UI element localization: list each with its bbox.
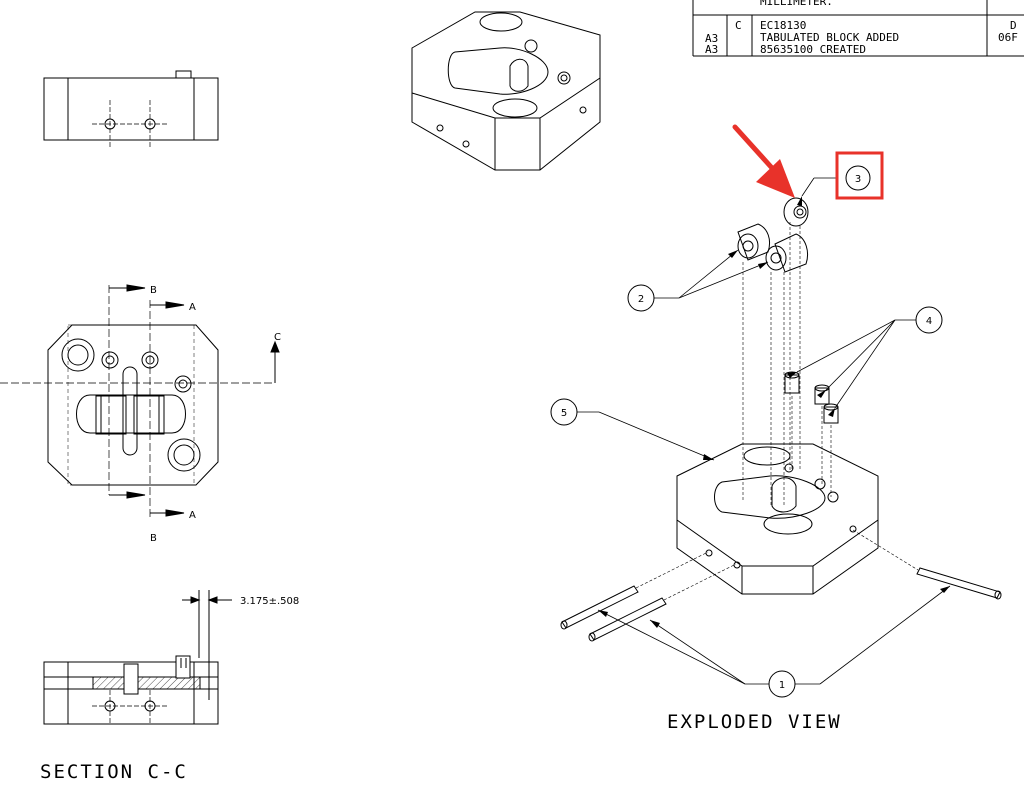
revision-created: 85635100 CREATED: [760, 43, 866, 56]
side-view-top: [43, 70, 219, 148]
main-block: [676, 443, 879, 595]
balloon-3-number: 3: [855, 174, 861, 185]
section-marker-b-bottom: B: [150, 533, 157, 544]
section-marker-a-top: A: [189, 302, 196, 313]
section-marker-c: C: [274, 332, 281, 343]
revision-zone-2: A3: [705, 43, 718, 56]
balloon-4: 4: [915, 306, 943, 334]
section-c-c-view: [43, 590, 232, 725]
roller-left: [737, 223, 771, 261]
highlight-box: [835, 151, 884, 200]
highlight-arrow: [732, 124, 795, 198]
balloon-4-number: 4: [926, 316, 932, 327]
roller-right: [765, 233, 809, 273]
balloon-5: 5: [550, 398, 578, 426]
balloon-3: 3: [845, 165, 871, 191]
isometric-block-view: [411, 11, 601, 171]
revision-table: [692, 0, 1024, 57]
balloon-5-number: 5: [561, 408, 567, 419]
set-screw-1: [784, 371, 800, 394]
section-title: SECTION C-C: [40, 761, 188, 783]
revision-date: 06F: [998, 31, 1018, 44]
revision-description: TABULATED BLOCK ADDED: [760, 31, 899, 44]
section-marker-a-bottom: A: [189, 510, 196, 521]
section-marker-b-top: B: [150, 285, 157, 296]
revision-letter: C: [735, 19, 742, 32]
revision-zone-1: A3: [705, 32, 718, 45]
balloon-2-number: 2: [638, 294, 644, 305]
dowel-pin-1: [560, 585, 639, 630]
plan-view: [0, 284, 280, 520]
revision-ec-number: EC18130: [760, 19, 806, 32]
balloon-1-number: 1: [779, 680, 785, 691]
revision-header-text: MILLIMETER.: [760, 0, 833, 8]
set-screw-3: [823, 403, 839, 424]
balloon-1: 1: [768, 670, 796, 698]
exploded-view-title: EXPLODED VIEW: [667, 711, 842, 733]
dimension-tolerance: 3.175±.508: [240, 596, 299, 607]
dowel-pin-3: [916, 567, 1002, 600]
roller-top: [783, 197, 809, 227]
exploded-view: [560, 177, 1002, 685]
revision-date-top: D: [1010, 19, 1017, 32]
balloon-2: 2: [627, 284, 655, 312]
dowel-pin-2: [588, 597, 667, 642]
